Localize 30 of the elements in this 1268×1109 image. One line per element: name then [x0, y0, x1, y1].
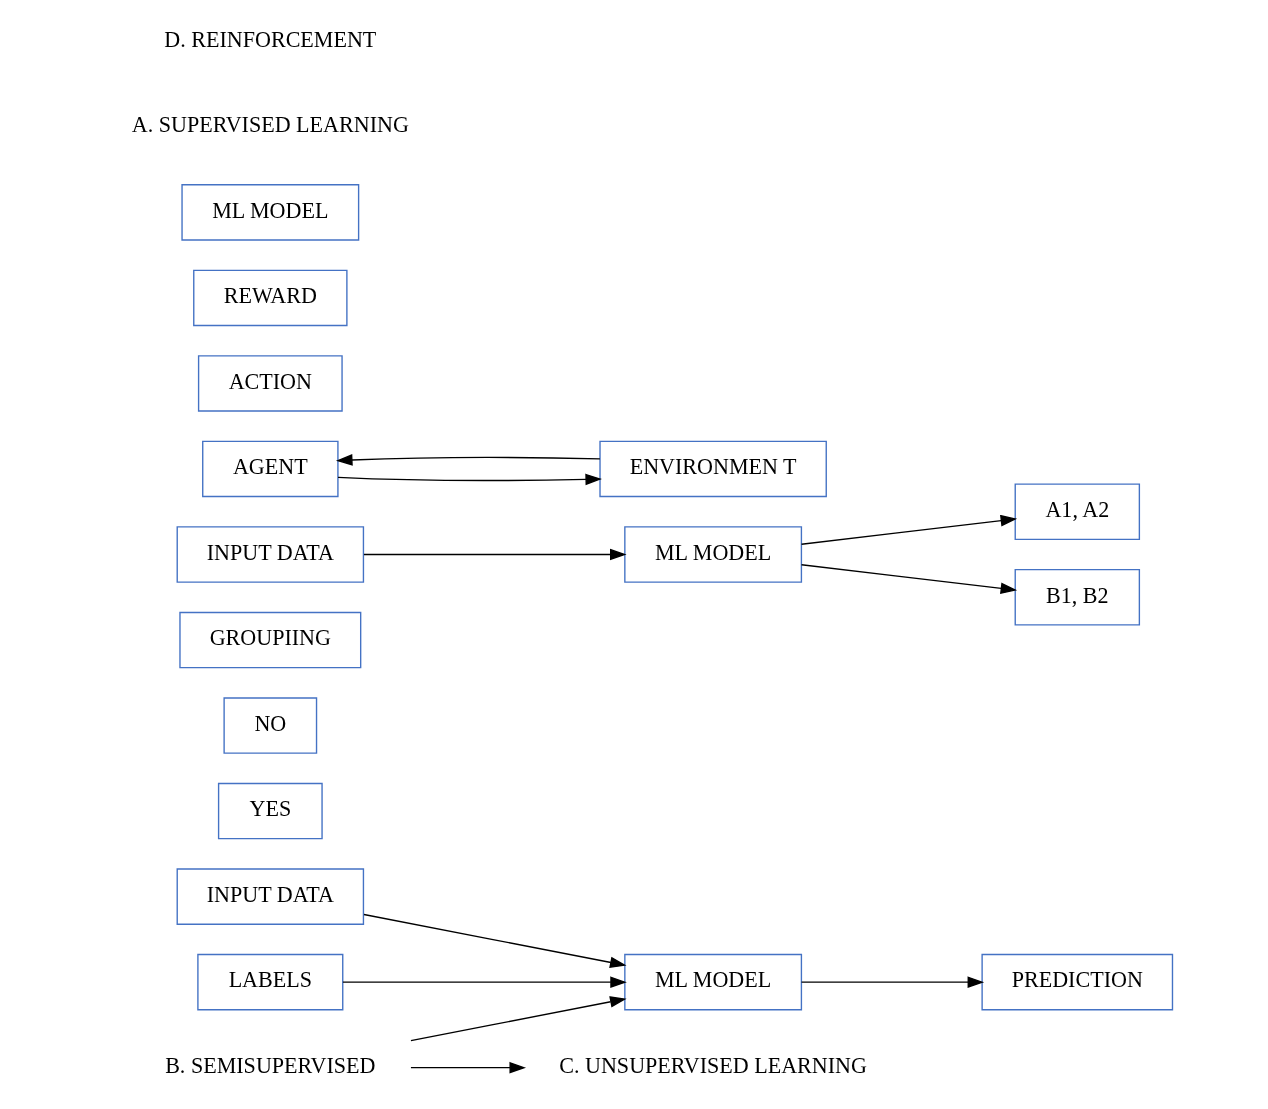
arrow: [341, 976, 627, 988]
node-box: REWARD: [192, 269, 348, 327]
arrow: [409, 996, 627, 1042]
label: A. SUPERVISED LEARNING: [131, 112, 409, 138]
node-text: B. SEMISUPERVISED: [164, 1052, 375, 1078]
node-box: ML MODEL: [623, 953, 802, 1011]
node-box: PREDICTION: [980, 953, 1173, 1011]
node-box: YES: [217, 782, 323, 840]
node-box: INPUT DATA: [176, 526, 364, 583]
node-box: INPUT DATA: [176, 868, 364, 925]
node-box: NO: [222, 697, 317, 754]
node-box: ENVIRONMEN T: [598, 440, 827, 498]
node-box: ACTION: [197, 355, 343, 412]
arrow: [336, 473, 602, 486]
arrow: [362, 548, 627, 561]
label: D. REINFORCEMENT: [163, 26, 376, 52]
arrow: [800, 514, 1017, 545]
arrow: [335, 454, 601, 466]
arrow: [800, 564, 1017, 595]
node-box: ML MODEL: [623, 526, 802, 583]
node-box: ML MODEL: [180, 184, 359, 241]
node-box: AGENT: [201, 440, 339, 498]
arrow: [362, 913, 627, 969]
arrow: [800, 976, 984, 988]
node-box: GROUPIING: [178, 611, 361, 669]
arrow: [409, 1061, 526, 1074]
node-box: B1, B2: [1014, 568, 1140, 626]
node-box: A1, A2: [1014, 483, 1140, 541]
node-text: C. UNSUPERVISED LEARNING: [558, 1052, 867, 1078]
node-box: LABELS: [196, 953, 343, 1011]
